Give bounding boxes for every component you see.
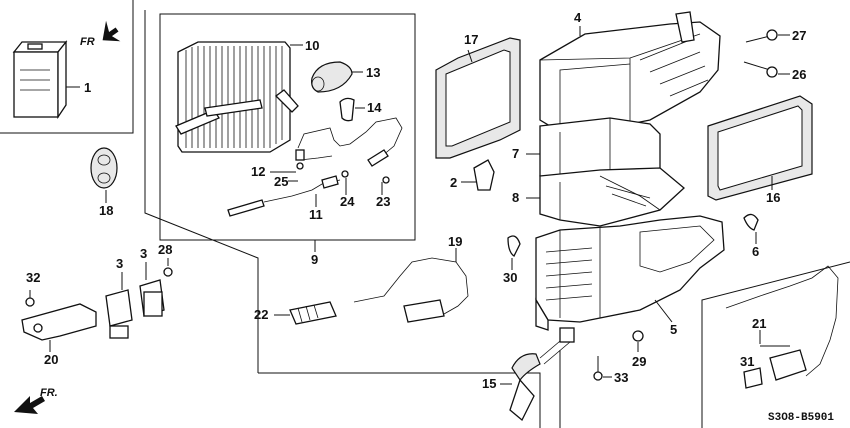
packing-left-part — [435, 37, 521, 159]
fr-arrow-bottom: FR. — [14, 387, 58, 414]
fr-label-bottom: FR. — [40, 387, 58, 399]
evaporator-core-part — [175, 41, 303, 153]
callout-18: 18 — [99, 203, 113, 218]
callout-8: 8 — [512, 190, 519, 205]
relay-right-part — [139, 258, 173, 317]
callout-17: 17 — [464, 32, 478, 47]
callout-21: 21 — [752, 316, 766, 331]
callout-14: 14 — [367, 100, 382, 115]
callout-10: 10 — [305, 38, 319, 53]
callout-7: 7 — [512, 146, 519, 161]
callout-23: 23 — [376, 194, 390, 209]
upper-housing-part — [539, 11, 721, 133]
callout-9: 9 — [311, 252, 318, 267]
callout-2: 2 — [450, 175, 457, 190]
screw-26-part — [743, 61, 790, 78]
callout-3b: 3 — [140, 246, 147, 261]
packing-right-part — [707, 95, 813, 201]
drain-hose-part — [500, 327, 575, 422]
callout-22: 22 — [254, 307, 268, 322]
callout-12: 12 — [251, 164, 265, 179]
callout-16: 16 — [766, 190, 780, 205]
callout-32: 32 — [26, 270, 40, 285]
callout-25: 25 — [274, 174, 288, 189]
callout-33: 33 — [614, 370, 628, 385]
sensor-part — [353, 248, 469, 323]
clip-30-part — [507, 235, 521, 270]
callout-11: 11 — [309, 207, 323, 222]
callout-20: 20 — [44, 352, 58, 367]
fr-arrow-top: FR — [80, 20, 121, 48]
grommet-part — [90, 147, 118, 203]
callout-29: 29 — [632, 354, 646, 369]
sensor-wire-right-part — [725, 265, 839, 389]
seal-part — [311, 61, 363, 93]
diagram-code: S3O8-B5901 — [768, 412, 834, 424]
callout-19: 19 — [448, 234, 462, 249]
lower-housing-part — [535, 215, 725, 331]
callout-6: 6 — [752, 244, 759, 259]
callout-27: 27 — [792, 28, 806, 43]
callout-15: 15 — [482, 376, 496, 391]
screw-29-part — [632, 330, 644, 352]
fr-label-top: FR — [80, 36, 95, 48]
relay-left-part — [105, 272, 133, 339]
callout-3a: 3 — [116, 256, 123, 271]
screw-33-part — [593, 356, 612, 381]
callout-13: 13 — [366, 65, 380, 80]
callout-26: 26 — [792, 67, 806, 82]
callout-5: 5 — [670, 322, 677, 337]
relay-bracket-part — [21, 290, 97, 352]
callout-1: 1 — [84, 80, 91, 95]
callout-24: 24 — [340, 194, 355, 209]
middle-housing-part — [526, 117, 685, 227]
thermostat-wire-part — [227, 117, 403, 252]
callout-30: 30 — [503, 270, 517, 285]
screw-27-part — [745, 29, 790, 43]
callout-28: 28 — [158, 242, 172, 257]
callout-31: 31 — [740, 354, 754, 369]
control-unit-part — [12, 40, 80, 120]
callout-4: 4 — [574, 10, 582, 25]
clip-6-part — [743, 213, 759, 244]
clip-small-part — [461, 159, 495, 191]
callout-labels: 1 2 3 3 4 5 6 7 8 9 10 11 12 13 14 15 16… — [26, 10, 806, 391]
clip-part — [339, 97, 365, 122]
connector-part — [274, 301, 337, 325]
